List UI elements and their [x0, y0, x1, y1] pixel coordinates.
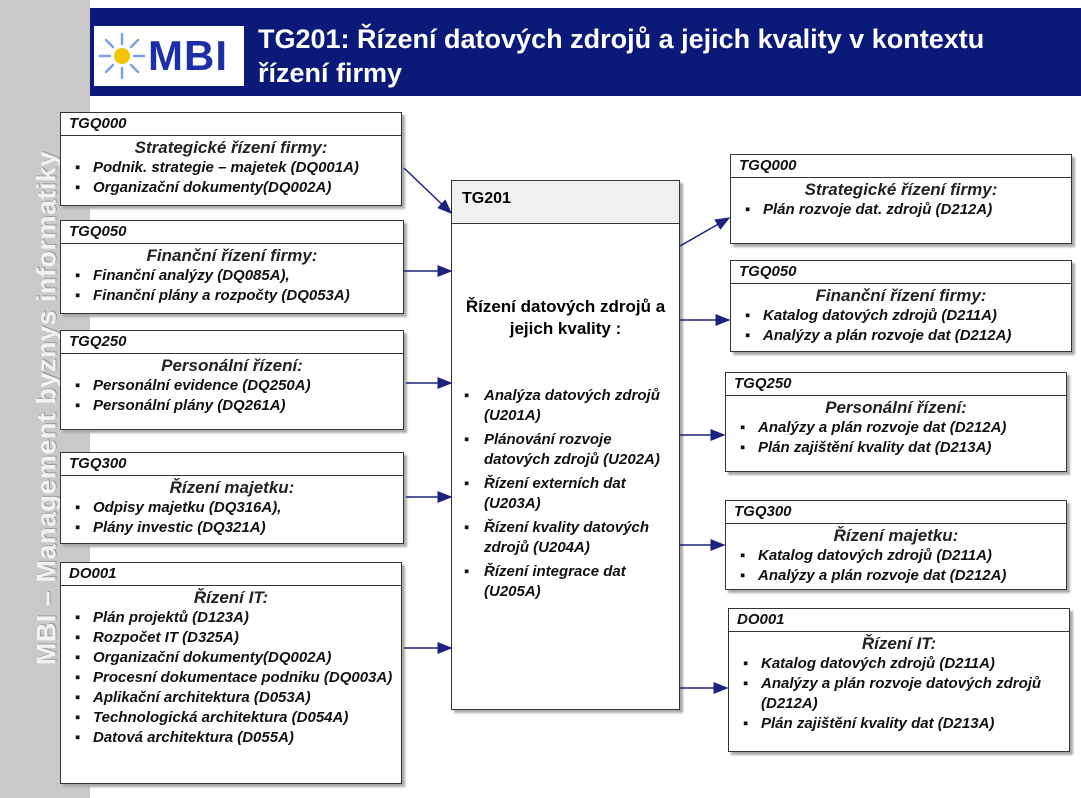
box-code: TGQ250 — [61, 331, 403, 354]
left-box-tgq050: TGQ050 Finanční řízení firmy: Finanční a… — [60, 220, 404, 314]
list-item: Finanční plány a rozpočty (DQ053A) — [75, 286, 399, 306]
mbi-logo: MBI — [94, 26, 244, 86]
list-item: Analýzy a plán rozvoje dat (D212A) — [740, 418, 1062, 438]
center-item: Plánování rozvoje datových zdrojů (U202A… — [462, 430, 673, 470]
list-item: Finanční analýzy (DQ085A), — [75, 266, 399, 286]
right-box-tgq050: TGQ050 Finanční řízení firmy: Katalog da… — [730, 260, 1072, 352]
box-heading: Personální řízení: — [825, 398, 967, 417]
center-box-tg201: TG201 Řízení datových zdrojů a jejich kv… — [451, 180, 680, 710]
box-code: DO001 — [729, 609, 1069, 632]
left-box-tgq250: TGQ250 Personální řízení: Personální evi… — [60, 330, 404, 430]
right-box-tgq250: TGQ250 Personální řízení: Analýzy a plán… — [725, 372, 1067, 472]
list-item: Analýzy a plán rozvoje dat (D212A) — [745, 326, 1067, 346]
logo-text: MBI — [148, 32, 228, 79]
box-code: DO001 — [61, 563, 401, 586]
list-item: Podnik. strategie – majetek (DQ001A) — [75, 158, 397, 178]
list-item: Organizační dokumenty(DQ002A) — [75, 648, 397, 668]
right-box-do001: DO001 Řízení IT: Katalog datových zdrojů… — [728, 608, 1070, 752]
center-item: Analýza datových zdrojů (U201A) — [462, 386, 673, 426]
list-item: Procesní dokumentace podniku (DQ003A) — [75, 668, 397, 688]
list-item: Katalog datových zdrojů (D211A) — [740, 546, 1062, 566]
box-code: TGQ050 — [61, 221, 403, 244]
box-heading: Řízení IT: — [193, 588, 269, 607]
box-heading: Řízení majetku: — [169, 478, 295, 497]
center-item: Řízení integrace dat (U205A) — [462, 562, 673, 602]
list-item: Plán zajištění kvality dat (D213A) — [740, 438, 1062, 458]
left-box-do001: DO001 Řízení IT: Plán projektů (D123A) R… — [60, 562, 402, 784]
box-code: TGQ000 — [61, 113, 401, 136]
center-item: Řízení kvality datových zdrojů (U204A) — [462, 518, 673, 558]
left-box-tgq000: TGQ000 Strategické řízení firmy: Podnik.… — [60, 112, 402, 206]
box-heading: Řízení IT: — [861, 634, 937, 653]
box-heading: Personální řízení: — [161, 356, 303, 375]
center-code: TG201 — [452, 181, 679, 224]
box-code: TGQ300 — [61, 453, 403, 476]
left-box-tgq300: TGQ300 Řízení majetku: Odpisy majetku (D… — [60, 452, 404, 544]
header-bar — [90, 8, 1081, 96]
list-item: Rozpočet IT (D325A) — [75, 628, 397, 648]
right-box-tgq000: TGQ000 Strategické řízení firmy: Plán ro… — [730, 154, 1072, 244]
list-item: Personální evidence (DQ250A) — [75, 376, 399, 396]
list-item: Organizační dokumenty(DQ002A) — [75, 178, 397, 198]
list-item: Plán rozvoje dat. zdrojů (D212A) — [745, 200, 1067, 220]
right-box-tgq300: TGQ300 Řízení majetku: Katalog datových … — [725, 500, 1067, 590]
box-heading: Strategické řízení firmy: — [804, 180, 998, 199]
box-code: TGQ000 — [731, 155, 1071, 178]
box-heading: Finanční řízení firmy: — [146, 246, 318, 265]
box-heading: Finanční řízení firmy: — [815, 286, 987, 305]
list-item: Plány investic (DQ321A) — [75, 518, 399, 538]
box-heading: Strategické řízení firmy: — [134, 138, 328, 157]
arrow-in-tgq000 — [403, 167, 453, 215]
list-item: Katalog datových zdrojů (D211A) — [745, 306, 1067, 326]
center-item: Řízení externích dat (U203A) — [462, 474, 673, 514]
list-item: Odpisy majetku (DQ316A), — [75, 498, 399, 518]
list-item: Plán zajištění kvality dat (D213A) — [743, 714, 1065, 734]
box-code: TGQ300 — [726, 501, 1066, 524]
page-title: TG201: Řízení datových zdrojů a jejich k… — [258, 24, 985, 88]
list-item: Datová architektura (D055A) — [75, 728, 397, 748]
list-item: Technologická architektura (D054A) — [75, 708, 397, 728]
list-item: Analýzy a plán rozvoje dat (D212A) — [740, 566, 1062, 586]
box-code: TGQ050 — [731, 261, 1071, 284]
list-item: Analýzy a plán rozvoje datových zdrojů (… — [743, 674, 1065, 714]
list-item: Plán projektů (D123A) — [75, 608, 397, 628]
box-heading: Řízení majetku: — [833, 526, 959, 545]
list-item: Katalog datových zdrojů (D211A) — [743, 654, 1065, 674]
arrow-out-tgq000 — [679, 217, 731, 247]
sun-icon — [98, 32, 146, 80]
list-item: Aplikační architektura (D053A) — [75, 688, 397, 708]
box-code: TGQ250 — [726, 373, 1066, 396]
center-heading: Řízení datových zdrojů a jejich kvality … — [465, 297, 666, 338]
list-item: Personální plány (DQ261A) — [75, 396, 399, 416]
